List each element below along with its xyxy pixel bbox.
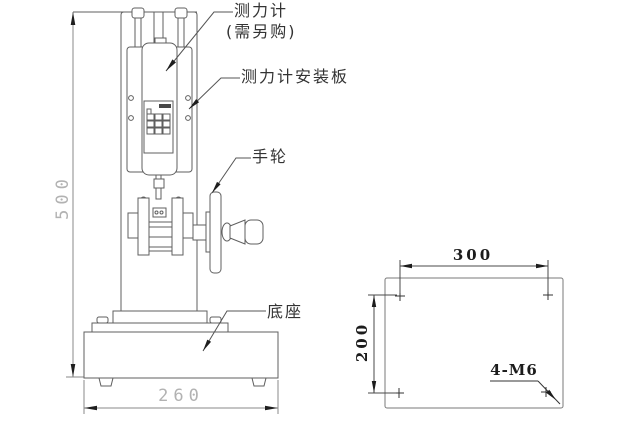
callout-4m6-arrow (546, 389, 556, 400)
leader-handwheel (211, 157, 251, 194)
leader-lines (165, 11, 266, 352)
base-assembly (83, 310, 279, 387)
dim-text-200: 200 (353, 321, 371, 363)
label-force-gauge: 测力计 (234, 1, 289, 20)
dim-200-lines (368, 294, 397, 394)
dim-500-lines (66, 12, 84, 378)
dim-200-arrows (371, 295, 377, 393)
hole-marks (394, 290, 553, 398)
plate-outline (384, 277, 564, 409)
handwheel (192, 191, 264, 274)
display-bar (159, 104, 171, 108)
label-mounting-plate: 测力计安装板 (241, 67, 350, 86)
dim-300-lines (399, 260, 549, 293)
dim-text-4m6: 4-M6 (490, 361, 538, 379)
leader-base (202, 310, 266, 352)
carriage (127, 196, 194, 256)
label-force-gauge-note: (需另购) (226, 22, 297, 41)
dim-260-arrows (84, 405, 278, 411)
dim-text-260: 260 (158, 386, 204, 406)
leader-arrows (166, 59, 221, 351)
force-gauge-body (141, 37, 178, 176)
cap-screw-left (131, 7, 145, 19)
keypad-keys (146, 113, 171, 135)
dim-text-500: 500 (53, 174, 73, 220)
base-plate-top-view (368, 260, 564, 409)
leader-force-gauge (165, 11, 233, 72)
label-handwheel: 手轮 (252, 147, 289, 166)
leader-mounting-plate (188, 77, 240, 110)
label-base: 底座 (267, 302, 304, 321)
dim-500-arrows (70, 12, 76, 377)
dim-300-arrows (400, 263, 548, 269)
dim-text-300: 300 (452, 246, 494, 264)
dim-260-lines (83, 380, 279, 414)
probe-collar (153, 178, 165, 189)
stand-front-view (66, 7, 279, 414)
cap-screw-right (174, 7, 188, 19)
